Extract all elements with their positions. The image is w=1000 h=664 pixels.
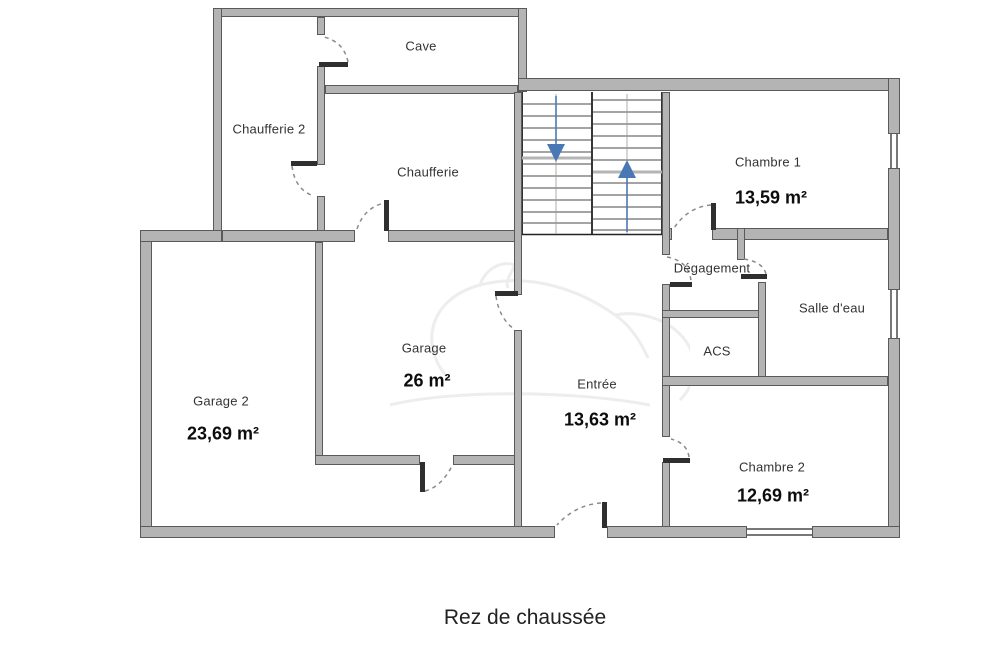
wall-segment xyxy=(222,230,355,242)
door-leaf xyxy=(741,274,767,279)
room-label-chaufferie2: Chaufferie 2 xyxy=(232,121,306,137)
door-leaf xyxy=(602,502,607,528)
room-area-chambre-2: 12,69 m² xyxy=(736,485,810,506)
room-label-degagement: Dégagement xyxy=(673,260,751,276)
room-area-chambre-1: 13,59 m² xyxy=(734,187,808,208)
door-leaf xyxy=(319,62,348,67)
stairs-up-arrow xyxy=(618,160,636,232)
door-leaf xyxy=(670,282,692,287)
wall-segment xyxy=(317,17,325,35)
wall-segment xyxy=(140,230,222,242)
room-label-chaufferie: Chaufferie xyxy=(397,164,459,180)
door-leaf xyxy=(711,203,716,230)
wall-segment xyxy=(607,526,747,538)
door-leaf xyxy=(384,200,389,231)
floor-title: Rez de chaussée xyxy=(443,606,607,629)
room-label-salle-deau: Salle d'eau xyxy=(798,300,866,316)
room-label-acs: ACS xyxy=(703,343,731,359)
wall-segment xyxy=(812,526,900,538)
wall-segment xyxy=(325,85,518,94)
door-leaf xyxy=(663,458,690,463)
wall-segment xyxy=(662,92,670,255)
door-leaf xyxy=(420,462,425,492)
wall-segment xyxy=(712,228,888,240)
room-label-garage-2: Garage 2 xyxy=(193,393,249,409)
wall-segment xyxy=(514,92,522,295)
wall-segment xyxy=(662,284,670,437)
door-leaf xyxy=(495,291,518,296)
wall-segment xyxy=(662,376,888,386)
wall-segment xyxy=(518,8,527,92)
wall-segment xyxy=(737,228,745,260)
wall-segment xyxy=(315,455,420,465)
stairs-down-arrow xyxy=(547,96,565,162)
room-label-chambre-2: Chambre 2 xyxy=(738,459,806,475)
room-label-chambre-1: Chambre 1 xyxy=(734,154,802,170)
wall-segment xyxy=(888,168,900,290)
room-label-garage: Garage xyxy=(401,340,447,356)
room-area-garage: 26 m² xyxy=(403,370,451,391)
window xyxy=(890,290,898,338)
staircase xyxy=(522,92,662,236)
room-area-garage-2: 23,69 m² xyxy=(186,423,260,444)
wall-segment xyxy=(140,526,555,538)
door-leaf xyxy=(291,161,317,166)
watermark-logo xyxy=(389,262,690,407)
room-area-entree: 13,63 m² xyxy=(563,409,637,430)
window xyxy=(747,528,812,536)
wall-segment xyxy=(888,78,900,134)
room-label-cave: Cave xyxy=(405,38,437,54)
window xyxy=(890,134,898,168)
room-label-entree: Entrée xyxy=(577,376,617,392)
